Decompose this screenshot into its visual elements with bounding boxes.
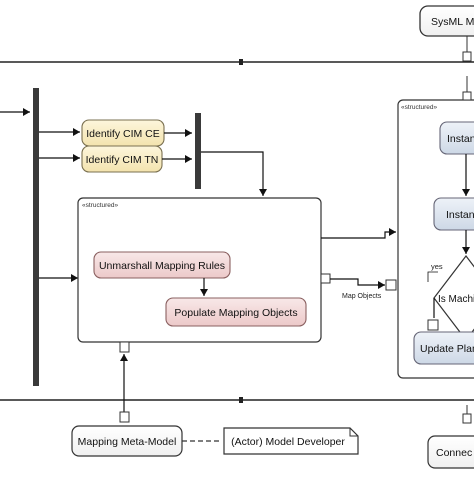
identify-cim-ce-label: Identify CIM CE bbox=[86, 128, 160, 140]
mapping-meta-model-label: Mapping Meta-Model bbox=[78, 436, 177, 448]
lane-separator-top bbox=[0, 59, 474, 65]
sysml-model-node: SysML Mo bbox=[419, 5, 474, 62]
join-bar bbox=[195, 113, 201, 189]
update-plan-label: Update Plan bbox=[420, 343, 474, 355]
unmarshall-label: Unmarshall Mapping Rules bbox=[99, 260, 225, 272]
instan-2-label: Instan bbox=[446, 209, 474, 221]
is-machine-label: Is Machi bbox=[438, 294, 474, 305]
populate-label: Populate Mapping Objects bbox=[174, 307, 297, 319]
actor-model-developer-note: (Actor) Model Developer bbox=[223, 427, 359, 455]
connect-label: Connec bbox=[436, 447, 472, 459]
map-objects-label: Map Objects bbox=[342, 293, 382, 300]
update-plan-input-pin bbox=[427, 319, 439, 331]
connect-node[interactable]: Connec bbox=[427, 405, 474, 469]
unmarshall-mapping-rules-action[interactable]: Unmarshall Mapping Rules bbox=[93, 251, 231, 279]
identify-cim-tn-label: Identify CIM TN bbox=[86, 154, 159, 166]
actor-model-developer-label: (Actor) Model Developer bbox=[231, 436, 345, 448]
input-pin-bottom-left-region bbox=[119, 341, 130, 353]
structured-left-tag: «structured» bbox=[82, 202, 119, 209]
instantiate-action-1[interactable]: Instan bbox=[439, 121, 474, 155]
mapping-meta-model-object[interactable]: Mapping Meta-Model bbox=[71, 411, 183, 457]
instan-1-label: Instan bbox=[447, 133, 474, 145]
update-plan-action[interactable]: Update Plan bbox=[413, 331, 474, 365]
identify-cim-ce-action[interactable]: Identify CIM CE bbox=[81, 119, 165, 147]
sysml-model-label: SysML Mo bbox=[431, 16, 474, 28]
output-pin-left-region bbox=[320, 273, 331, 284]
identify-cim-tn-action[interactable]: Identify CIM TN bbox=[81, 145, 163, 173]
structured-right-tag: «structured» bbox=[401, 104, 438, 111]
populate-mapping-objects-action[interactable]: Populate Mapping Objects bbox=[165, 297, 307, 327]
input-pin-right-region bbox=[385, 279, 397, 291]
yes-label: yes bbox=[431, 262, 443, 271]
fork-bar-left bbox=[33, 88, 39, 386]
lane-separator-bottom bbox=[0, 397, 474, 403]
instantiate-action-2[interactable]: Instan bbox=[433, 197, 474, 231]
